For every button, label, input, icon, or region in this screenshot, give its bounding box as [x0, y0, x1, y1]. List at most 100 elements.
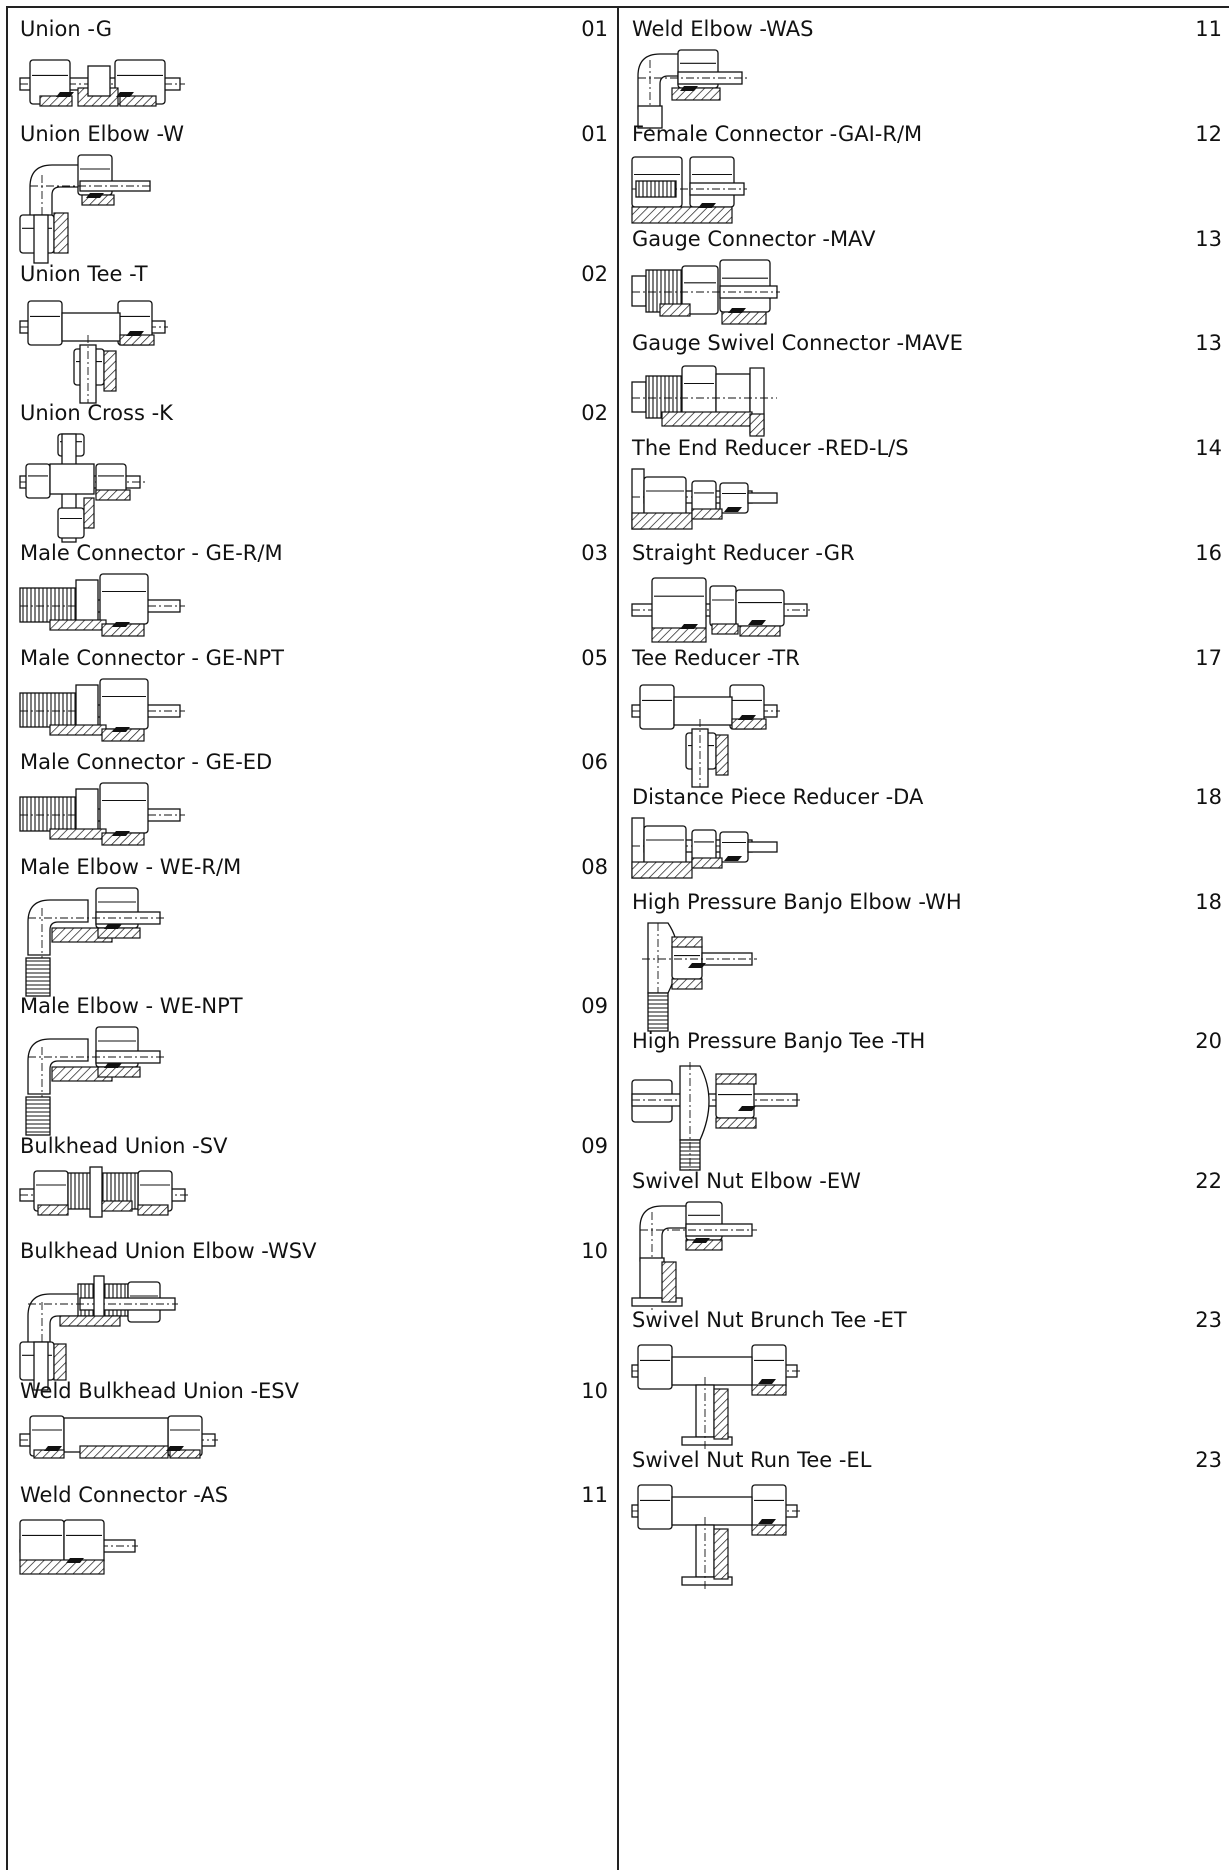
entry-page-number: 10	[581, 1239, 608, 1263]
entry-page-number: 20	[1195, 1029, 1222, 1053]
entry-page-number: 09	[581, 1134, 608, 1158]
straight-reducer-icon	[631, 574, 812, 646]
entry-title[interactable]: High Pressure Banjo Elbow -WH	[632, 890, 962, 914]
weld-connector-icon	[19, 1516, 140, 1576]
bulkhead-union-drawing	[19, 1166, 188, 1218]
entry-page-number: 13	[1195, 331, 1222, 355]
entry-title[interactable]: Male Connector - GE-R/M	[20, 541, 283, 565]
male-connector-icon	[19, 678, 190, 751]
entry-title[interactable]: The End Reducer -RED-L/S	[632, 436, 909, 460]
straight-reducer-drawing	[631, 577, 810, 643]
entry-page-number: 18	[1195, 890, 1222, 914]
entry-page-number: 22	[1195, 1169, 1222, 1193]
weld-connector-drawing	[19, 1519, 138, 1575]
male-elbow-drawing	[25, 1026, 165, 1136]
entry-title[interactable]: Female Connector -GAI-R/M	[632, 122, 923, 146]
entry-page-number: 02	[581, 262, 608, 286]
entry-page-number: 11	[581, 1483, 608, 1507]
entry-title[interactable]: Bulkhead Union Elbow -WSV	[20, 1239, 317, 1263]
entry-title[interactable]: Union Cross -K	[20, 401, 173, 425]
union-elbow-icon	[19, 154, 160, 264]
male-elbow-drawing	[25, 887, 165, 997]
entry-page-number: 09	[581, 994, 608, 1018]
entry-page-number: 12	[1195, 122, 1222, 146]
union-elbow-drawing	[19, 154, 152, 264]
entry-title[interactable]: Union -G	[20, 17, 112, 41]
union-straight-icon	[19, 50, 190, 122]
entry-page-number: 11	[1195, 17, 1222, 41]
male-elbow-icon	[20, 887, 170, 997]
entry-page-number: 03	[581, 541, 608, 565]
male-connector-icon	[19, 782, 190, 855]
weld-bulkhead-drawing	[19, 1415, 218, 1459]
union-tee-icon	[631, 679, 782, 788]
entry-title[interactable]: Gauge Connector -MAV	[632, 227, 876, 251]
weld-elbow-drawing	[637, 49, 747, 130]
weld-bulkhead-icon	[19, 1412, 220, 1472]
male-connector-drawing	[19, 678, 185, 742]
entry-page-number: 01	[581, 122, 608, 146]
swivel-tee-icon	[631, 1341, 802, 1449]
banjo-tee-drawing	[631, 1062, 800, 1171]
entry-title[interactable]: Straight Reducer -GR	[632, 541, 855, 565]
end-reducer-drawing	[631, 817, 778, 879]
female-connector-drawing	[631, 156, 747, 224]
banjo-tee-icon	[631, 1062, 802, 1171]
entry-title[interactable]: Weld Connector -AS	[20, 1483, 229, 1507]
entry-title[interactable]: Bulkhead Union -SV	[20, 1134, 228, 1158]
column-divider	[617, 6, 619, 1870]
entry-title[interactable]: Male Elbow - WE-NPT	[20, 994, 243, 1018]
entry-page-number: 18	[1195, 785, 1222, 809]
entry-page-number: 16	[1195, 541, 1222, 565]
banjo-elbow-icon	[632, 922, 762, 1032]
entry-title[interactable]: Union Tee -T	[20, 262, 148, 286]
entry-title[interactable]: Distance Piece Reducer -DA	[632, 785, 924, 809]
entry-title[interactable]: Swivel Nut Run Tee -EL	[632, 1448, 872, 1472]
entry-page-number: 14	[1195, 436, 1222, 460]
gauge-swivel-drawing	[631, 365, 777, 437]
gauge-swivel-icon	[631, 364, 782, 444]
union-tee-drawing	[19, 300, 168, 404]
entry-title[interactable]: Weld Bulkhead Union -ESV	[20, 1379, 299, 1403]
union-tee-drawing	[631, 684, 780, 788]
entry-page-number: 17	[1195, 646, 1222, 670]
gauge-connector-drawing	[631, 259, 780, 325]
entry-page-number: 08	[581, 855, 608, 879]
entry-title[interactable]: Union Elbow -W	[20, 122, 184, 146]
bulkhead-elbow-icon	[19, 1272, 180, 1391]
union-straight-drawing	[19, 59, 185, 107]
entry-page-number: 02	[581, 401, 608, 425]
entry-title[interactable]: High Pressure Banjo Tee -TH	[632, 1029, 926, 1053]
entry-page-number: 10	[581, 1379, 608, 1403]
entry-title[interactable]: Gauge Swivel Connector -MAVE	[632, 331, 963, 355]
swivel-elbow-drawing	[631, 1201, 757, 1310]
union-cross-drawing	[19, 433, 145, 543]
swivel-tee-drawing	[631, 1344, 800, 1449]
female-connector-icon	[631, 155, 752, 227]
entry-title[interactable]: Male Connector - GE-ED	[20, 750, 273, 774]
bulkhead-union-icon	[19, 1166, 190, 1227]
entry-title[interactable]: Weld Elbow -WAS	[632, 17, 814, 41]
entry-page-number: 06	[581, 750, 608, 774]
male-connector-icon	[19, 573, 190, 646]
bulkhead-elbow-drawing	[19, 1275, 178, 1391]
entry-title[interactable]: Swivel Nut Brunch Tee -ET	[632, 1308, 907, 1332]
entry-page-number: 23	[1195, 1308, 1222, 1332]
swivel-tee-drawing	[631, 1484, 800, 1589]
entry-page-number: 01	[581, 17, 608, 41]
male-connector-drawing	[19, 573, 185, 637]
male-elbow-icon	[20, 1026, 170, 1136]
union-cross-icon	[19, 433, 150, 543]
banjo-elbow-drawing	[642, 922, 757, 1032]
union-tee-icon	[19, 295, 170, 404]
weld-elbow-icon	[632, 49, 752, 130]
entry-page-number: 05	[581, 646, 608, 670]
male-connector-drawing	[19, 782, 185, 846]
entry-title[interactable]: Male Connector - GE-NPT	[20, 646, 284, 670]
right-column: Weld Elbow -WAS 11 Female Connector -GAI…	[631, 8, 1222, 1870]
entry-title[interactable]: Swivel Nut Elbow -EW	[632, 1169, 861, 1193]
left-column: Union -G 01 Union Elbow -W 01 Union Tee …	[19, 8, 608, 1870]
entry-title[interactable]: Male Elbow - WE-R/M	[20, 855, 242, 879]
entry-title[interactable]: Tee Reducer -TR	[632, 646, 800, 670]
end-reducer-drawing	[631, 468, 778, 530]
